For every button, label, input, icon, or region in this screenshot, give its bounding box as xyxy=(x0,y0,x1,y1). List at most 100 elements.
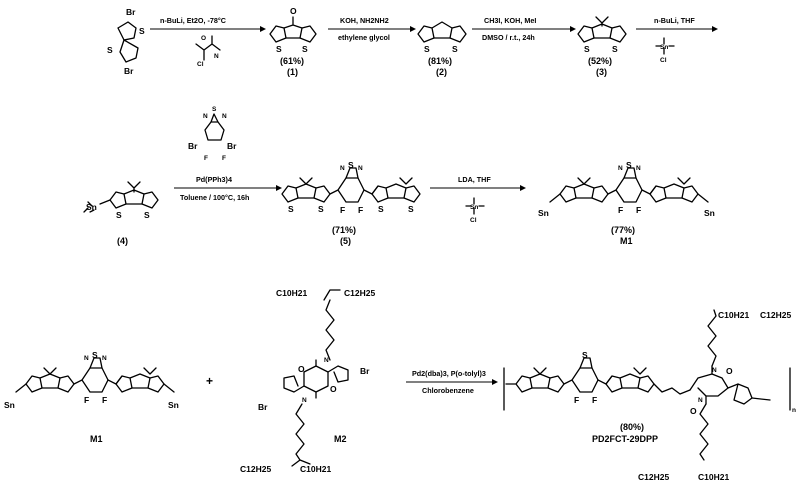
sulfur-atom: S xyxy=(107,45,113,55)
m2-label: M2 xyxy=(334,434,347,444)
sulfur-atom: S xyxy=(612,44,618,54)
compound-2-yield: (81%) xyxy=(428,56,452,66)
reaction-3-conditions-top: CH3I, KOH, MeI xyxy=(484,16,536,25)
nitrogen-atom: N xyxy=(636,165,641,172)
bromine-atom: Br xyxy=(188,141,198,151)
fluorine-atom: F xyxy=(592,395,597,405)
nitrogen-atom: N xyxy=(698,397,703,404)
sulfur-atom: S xyxy=(318,204,324,214)
reaction-5-catalyst: Pd(PPh3)4 xyxy=(196,175,232,184)
c12-chain-label: C12H25 xyxy=(760,310,791,320)
sulfur-atom: S xyxy=(288,204,294,214)
compound-1-label: (1) xyxy=(287,67,298,77)
m2-structure: C10H21 C12H25 O O N N Br Br C12H25 C10H2… xyxy=(240,288,375,474)
polymer-label: PD2FCT-29DPP xyxy=(592,434,658,444)
tin-atom: Sn xyxy=(470,204,478,211)
compound-1-yield: (61%) xyxy=(280,56,304,66)
sulfur-atom: S xyxy=(626,160,632,170)
sulfur-atom: S xyxy=(378,204,384,214)
reaction-arrow-5: N S N Br Br F F Pd(PPh3)4 Toluene / 100°… xyxy=(174,106,282,202)
compound-3-structure: S S (52%) (3) xyxy=(577,16,627,77)
reaction-arrow-6: LDA, THF Sn Cl xyxy=(430,175,526,224)
compound-3-label: (3) xyxy=(596,67,607,77)
compound-4-structure: Sn S S (4) xyxy=(83,181,159,246)
nitrogen-atom: N xyxy=(302,397,307,404)
plus-sign: + xyxy=(206,374,213,388)
nitrogen-atom: N xyxy=(618,165,623,172)
chlorine-atom: Cl xyxy=(470,217,477,224)
oxygen-atom: O xyxy=(330,384,337,394)
chlorine-atom: Cl xyxy=(197,61,204,68)
reaction-arrow-1: n-BuLi, Et2O, -78°C O Cl N xyxy=(150,16,266,68)
sulfur-atom: S xyxy=(408,204,414,214)
sulfur-atom: S xyxy=(116,210,122,220)
m1-structure-row3: S N N F F Sn Sn M1 xyxy=(4,350,179,444)
oxygen-atom: O xyxy=(690,406,697,416)
compound-3-yield: (52%) xyxy=(588,56,612,66)
fluorine-atom: F xyxy=(222,155,226,162)
compound-m1-structure-row2: S N N F F Sn Sn (77%) M1 xyxy=(538,160,715,246)
reaction-2-conditions-bottom: ethylene glycol xyxy=(338,33,390,42)
oxygen-atom: O xyxy=(201,35,206,42)
reaction-arrow-4: n-BuLi, THF Sn Cl xyxy=(636,16,718,64)
compound-4-label: (4) xyxy=(117,236,128,246)
bromine-atom: Br xyxy=(124,66,134,76)
compound-2-label: (2) xyxy=(436,67,447,77)
reaction-4-conditions: n-BuLi, THF xyxy=(654,16,695,25)
polymer-structure: S F F N N O O C10H21 C12H25 C12H25 C10H2… xyxy=(503,309,796,482)
fluorine-atom: F xyxy=(340,205,345,215)
tin-atom: Sn xyxy=(704,208,715,218)
reaction-3-conditions-bottom: DMSO / r.t., 24h xyxy=(482,33,535,42)
c12-chain-label-bottom: C12H25 xyxy=(638,472,669,482)
sulfur-atom: S xyxy=(582,350,588,360)
reaction-7-catalyst: Pd2(dba)3, P(o-tolyl)3 xyxy=(412,369,486,378)
compound-2-structure: S S (81%) (2) xyxy=(417,21,467,77)
nitrogen-atom: N xyxy=(358,165,363,172)
fluorine-atom: F xyxy=(618,205,623,215)
fluorine-atom: F xyxy=(84,395,89,405)
fluorine-atom: F xyxy=(636,205,641,215)
chlorine-atom: Cl xyxy=(660,57,667,64)
reaction-arrow-2: KOH, NH2NH2 ethylene glycol xyxy=(328,16,416,42)
tin-atom: Sn xyxy=(660,44,668,51)
bromine-atom: Br xyxy=(126,7,136,17)
bromine-atom: Br xyxy=(227,141,237,151)
dibromobithiophene-structure: Br S S Br xyxy=(107,7,145,76)
sulfur-atom: S xyxy=(276,44,282,54)
compound-5-yield: (71%) xyxy=(332,225,356,235)
oxygen-atom: O xyxy=(298,364,305,374)
nitrogen-atom: N xyxy=(324,357,329,364)
sulfur-atom: S xyxy=(424,44,430,54)
oxygen-atom: O xyxy=(726,366,733,376)
reaction-7-solvent: Chlorobenzene xyxy=(422,386,474,395)
c10-chain-label-bottom: C10H21 xyxy=(698,472,729,482)
fluorine-atom: F xyxy=(102,395,107,405)
sulfur-atom: S xyxy=(452,44,458,54)
tin-atom: Sn xyxy=(538,208,549,218)
sulfur-atom: S xyxy=(212,106,217,113)
nitrogen-atom: N xyxy=(84,355,89,362)
c10-chain-label-bottom: C10H21 xyxy=(300,464,331,474)
reaction-arrow-7: Pd2(dba)3, P(o-tolyl)3 Chlorobenzene xyxy=(406,369,498,395)
tin-atom: Sn xyxy=(4,400,15,410)
m1-label: M1 xyxy=(90,434,103,444)
compound-m1-label: M1 xyxy=(620,236,633,246)
reaction-2-conditions-top: KOH, NH2NH2 xyxy=(340,16,389,25)
tin-atom: Sn xyxy=(86,202,97,212)
polymer-yield: (80%) xyxy=(620,422,644,432)
c12-chain-label: C12H25 xyxy=(344,288,375,298)
nitrogen-atom: N xyxy=(712,367,717,374)
c12-chain-label-bottom: C12H25 xyxy=(240,464,271,474)
reaction-1-conditions: n-BuLi, Et2O, -78°C xyxy=(160,16,226,25)
nitrogen-atom: N xyxy=(222,113,227,120)
oxygen-atom: O xyxy=(290,6,297,16)
fluorine-atom: F xyxy=(204,155,208,162)
sulfur-atom: S xyxy=(92,350,98,360)
sulfur-atom: S xyxy=(302,44,308,54)
fluorine-atom: F xyxy=(358,205,363,215)
repeat-unit-n: n xyxy=(792,407,796,414)
sulfur-atom: S xyxy=(348,160,354,170)
reaction-arrow-3: CH3I, KOH, MeI DMSO / r.t., 24h xyxy=(472,16,576,42)
nitrogen-atom: N xyxy=(340,165,345,172)
